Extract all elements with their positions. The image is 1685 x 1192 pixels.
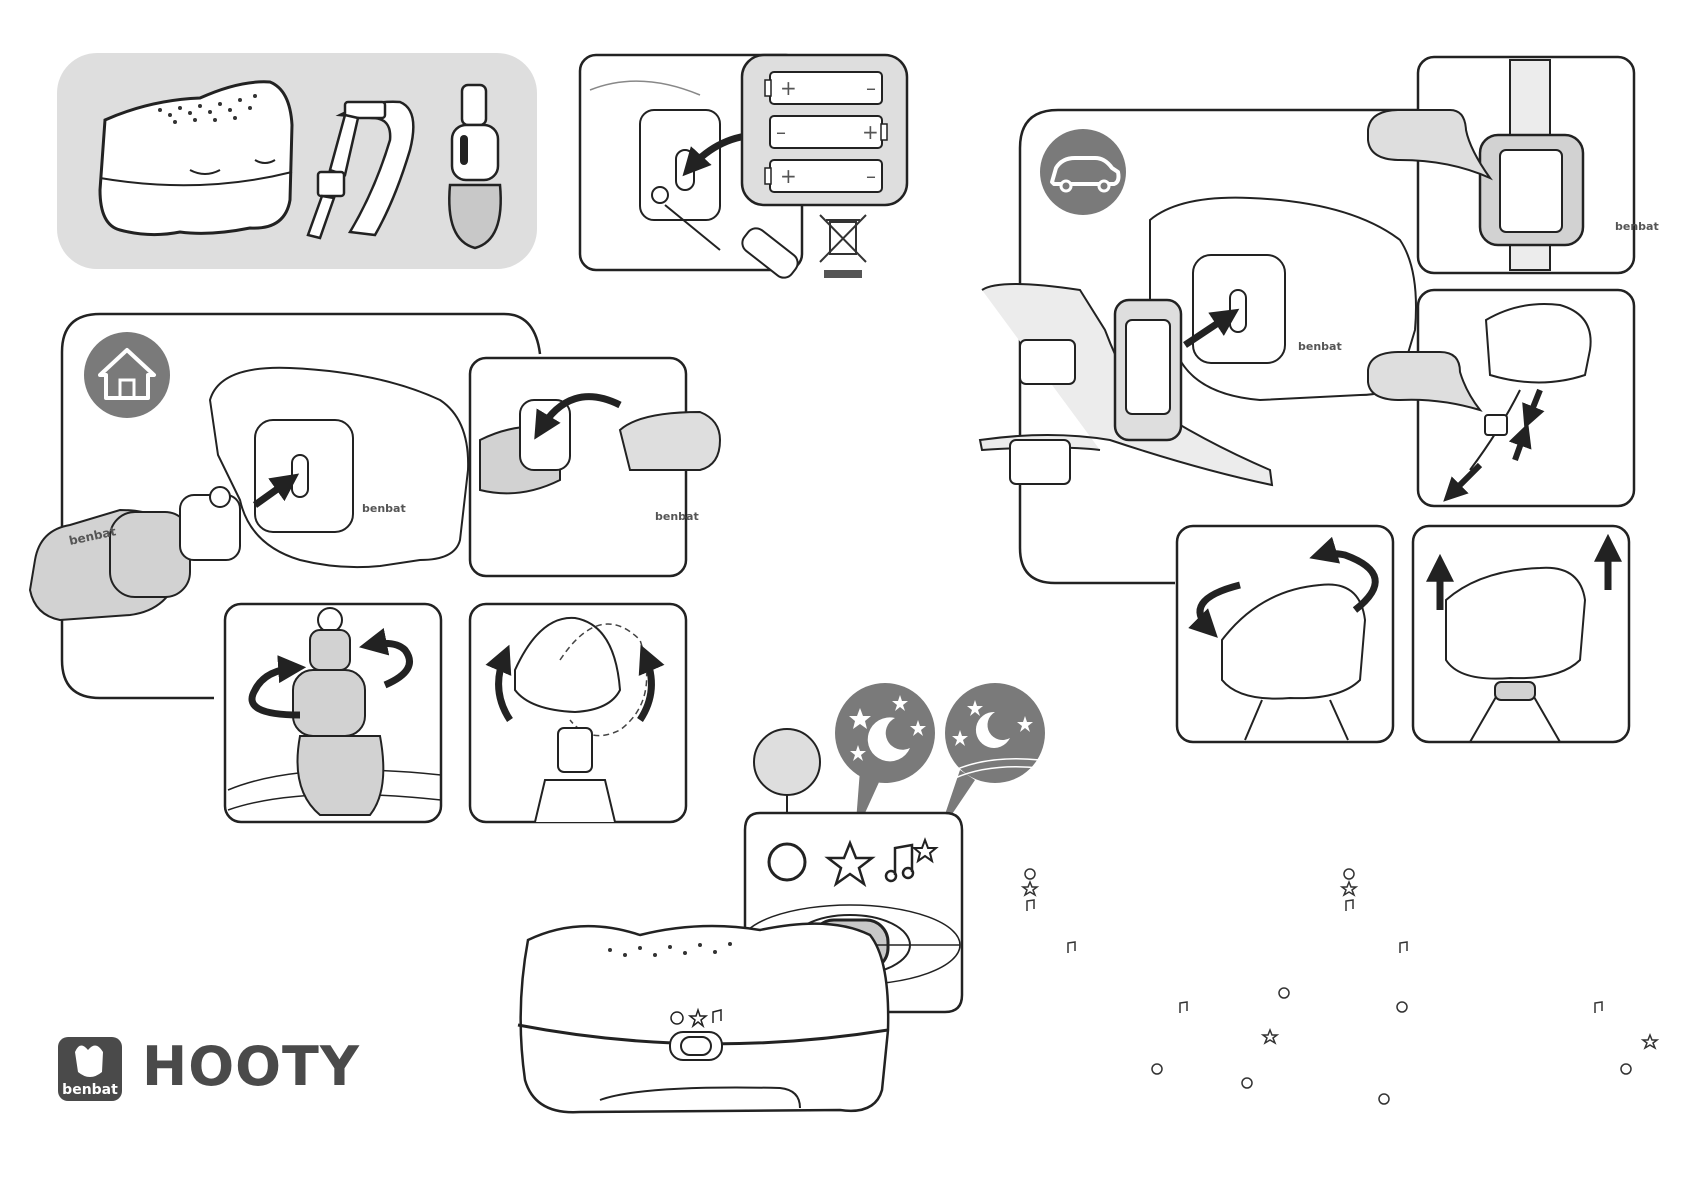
seq-music-icon [1027,900,1034,911]
sticker-label-home: benbat [362,502,406,515]
battery-3-plus: + [780,164,797,188]
car-step-rotate [1177,526,1393,742]
battery-2-minus: – [776,120,786,144]
sticker-label-car: benbat [1298,340,1342,353]
battery-1: + – [765,72,882,104]
battery-3-minus: – [866,164,876,188]
car-icon [1040,129,1126,215]
seq-off-icon [1025,869,1035,879]
seq-star-icon [1023,882,1037,895]
house-icon [84,332,170,418]
mode-stars-music-bubble [938,683,1045,835]
crossed-bin-icon [820,215,866,278]
device-front-figure [518,924,888,1113]
home-step-tilt [470,604,686,822]
mode-sequence-right [1342,869,1657,1104]
battery-2: – + [770,116,887,148]
brand-logo: benbat HOOTY [58,1035,360,1101]
battery-1-minus: – [866,76,876,100]
car-step-lift [1413,526,1629,742]
car-section: benbat benbat [980,57,1659,742]
mode-sequence-left [1023,869,1289,1088]
battery-panel: + – – + + – [580,55,907,282]
battery-3: + – [765,160,882,192]
home-step-rotate [225,604,441,822]
contents-panel [57,53,537,269]
product-name: HOOTY [142,1035,360,1098]
home-step-attach: benbat [470,358,720,576]
benbat-logo-text: benbat [62,1082,118,1098]
car-mount-figure: benbat [980,198,1416,485]
home-section: benbat benbat benbat [30,314,720,822]
sticker-label-seat: benbat [1615,220,1659,233]
home-mount-figure: benbat benbat [30,368,468,620]
battery-2-plus: + [862,120,879,144]
car-step-buckle: benbat [1368,57,1659,273]
battery-1-plus: + [780,76,797,100]
sticker-label-attach: benbat [655,510,699,523]
